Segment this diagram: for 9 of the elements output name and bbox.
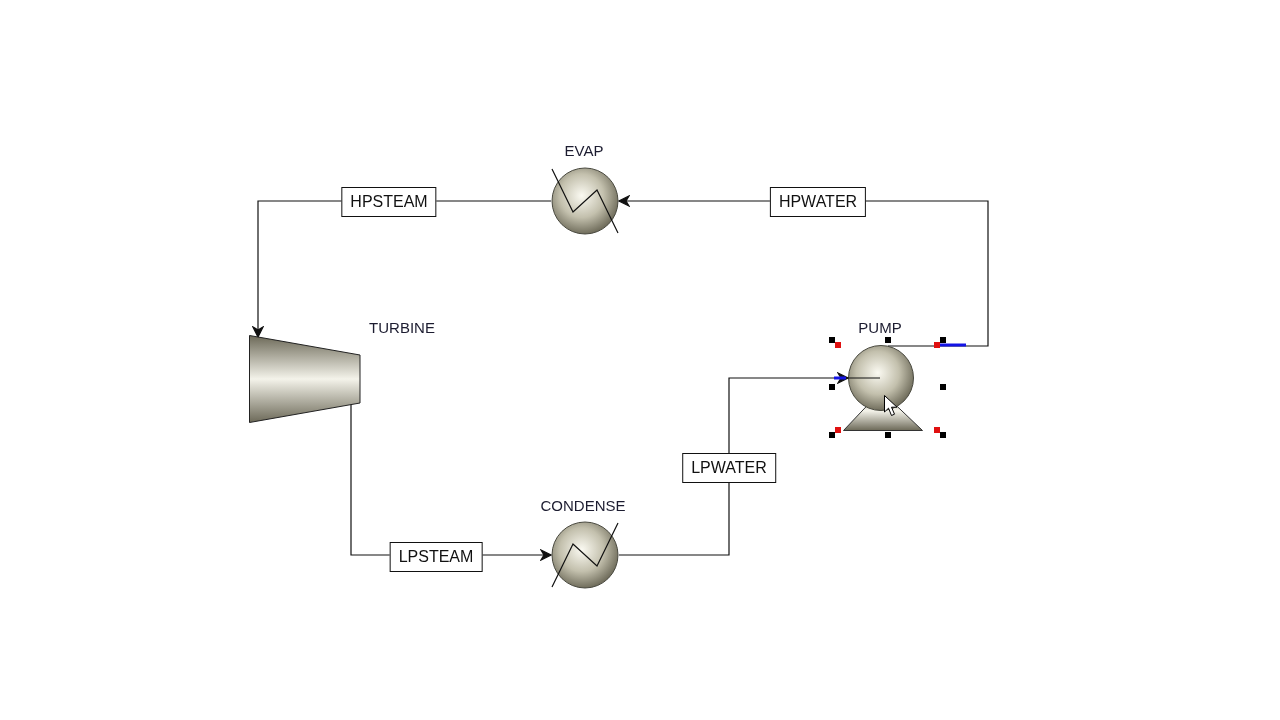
unit-label: PUMP xyxy=(858,319,902,335)
unit-label: EVAP xyxy=(564,142,604,158)
unit-label: TURBINE xyxy=(369,319,435,335)
stream-label: HPSTEAM xyxy=(341,187,437,217)
flow-arrow xyxy=(618,372,849,556)
stream-label: LPWATER xyxy=(682,453,776,483)
stream-label: LPSTEAM xyxy=(389,542,483,572)
stream-label: HPWATER xyxy=(769,187,867,217)
unit-label: CONDENSE xyxy=(540,497,626,513)
